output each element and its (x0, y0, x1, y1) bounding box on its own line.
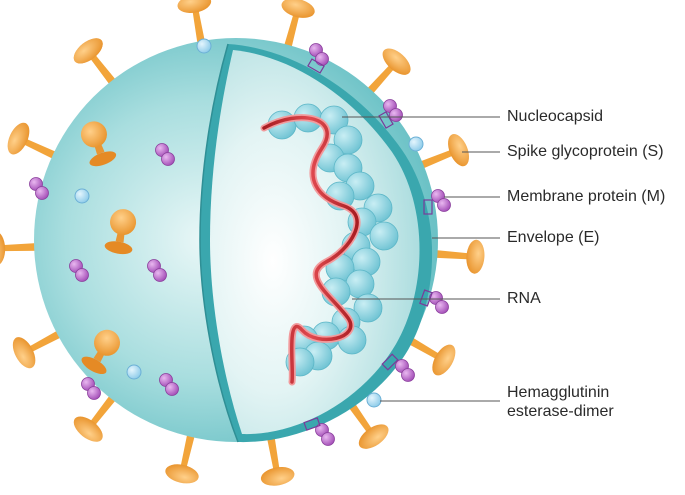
spike-stalk (414, 149, 455, 172)
membrane-protein-dimer (429, 291, 449, 314)
spike-head (382, 48, 411, 75)
membrane-protein-dimer (81, 377, 101, 400)
spike-protein-front (81, 329, 120, 375)
spike-protein (7, 122, 62, 162)
spike-protein (281, 0, 315, 54)
membrane-protein-anchor (381, 353, 399, 371)
cutaway-edge (199, 43, 239, 443)
membrane-protein-anchor (423, 199, 433, 215)
label-spike-glycoprotein: Spike glycoprotein (S) (507, 143, 664, 160)
spike-head (358, 424, 389, 449)
rna-ribbon-front (262, 115, 359, 384)
membrane-protein-dimer (315, 423, 335, 446)
spike-stalk (265, 430, 280, 471)
spike-stalk (429, 249, 470, 260)
leader-lines (342, 116, 500, 402)
hemagglutinin-esterase (366, 392, 382, 408)
spike-head (12, 337, 36, 369)
hemagglutinin-esterase (196, 38, 212, 54)
spike-head (177, 0, 212, 13)
membrane-protein-anchor (307, 58, 325, 74)
label-envelope: Envelope (E) (507, 229, 600, 246)
nucleocapsid-bead (353, 293, 383, 323)
label-rna: RNA (507, 290, 541, 307)
spike-head (0, 231, 6, 266)
label-membrane-protein: Membrane protein (M) (507, 188, 666, 205)
membrane-protein-dimer (29, 177, 49, 200)
spike-head (73, 38, 103, 64)
membrane-protein-dimer (431, 189, 451, 212)
spike-protein-front (104, 209, 137, 255)
label-hemagglutinin-line2: esterase-dimer (507, 403, 614, 420)
spike-protein (165, 428, 199, 484)
nucleocapsid-bead (369, 221, 399, 251)
spike-head (466, 239, 485, 274)
label-hemagglutinin-esterase: Hemagglutinin esterase-dimer (507, 383, 614, 421)
spike-head (281, 0, 315, 18)
label-hemagglutinin-line1: Hemagglutinin (507, 384, 610, 401)
hemagglutinin-esterase (74, 188, 90, 204)
spike-stalk (180, 428, 197, 469)
spike-head (432, 344, 456, 376)
spike-stalk (22, 138, 62, 162)
membrane-protein-dimer (395, 359, 415, 382)
membrane-protein-dimer (147, 259, 167, 282)
membrane-protein-dimer (309, 43, 329, 66)
spike-head (73, 416, 103, 442)
membrane-protein-dimer (69, 259, 89, 282)
spike-protein (0, 231, 43, 266)
spike-stalk (282, 13, 300, 54)
spike-head (448, 133, 470, 167)
spike-head (7, 122, 30, 155)
surface-proteins (29, 38, 451, 446)
spike-head (165, 464, 199, 484)
spike-protein (260, 430, 295, 486)
membrane-protein-anchor (303, 417, 321, 431)
spike-protein-front (80, 121, 117, 167)
cutaway-interior (210, 50, 420, 435)
membrane-protein-dimer (383, 99, 403, 122)
hemagglutinin-esterase (126, 364, 142, 380)
spike-stalk (2, 242, 43, 252)
membrane-protein-dimer (159, 373, 179, 396)
spike-protein (429, 239, 485, 274)
hemagglutinin-esterase (408, 136, 424, 152)
membrane-protein-dimer (155, 143, 175, 166)
spike-glycoproteins (0, 0, 485, 486)
spike-protein (414, 133, 470, 172)
spike-protein (12, 327, 67, 369)
membrane-protein-anchor (378, 111, 394, 129)
spike-stalk (27, 327, 67, 353)
label-nucleocapsid: Nucleocapsid (507, 108, 604, 125)
spike-head (260, 467, 295, 486)
